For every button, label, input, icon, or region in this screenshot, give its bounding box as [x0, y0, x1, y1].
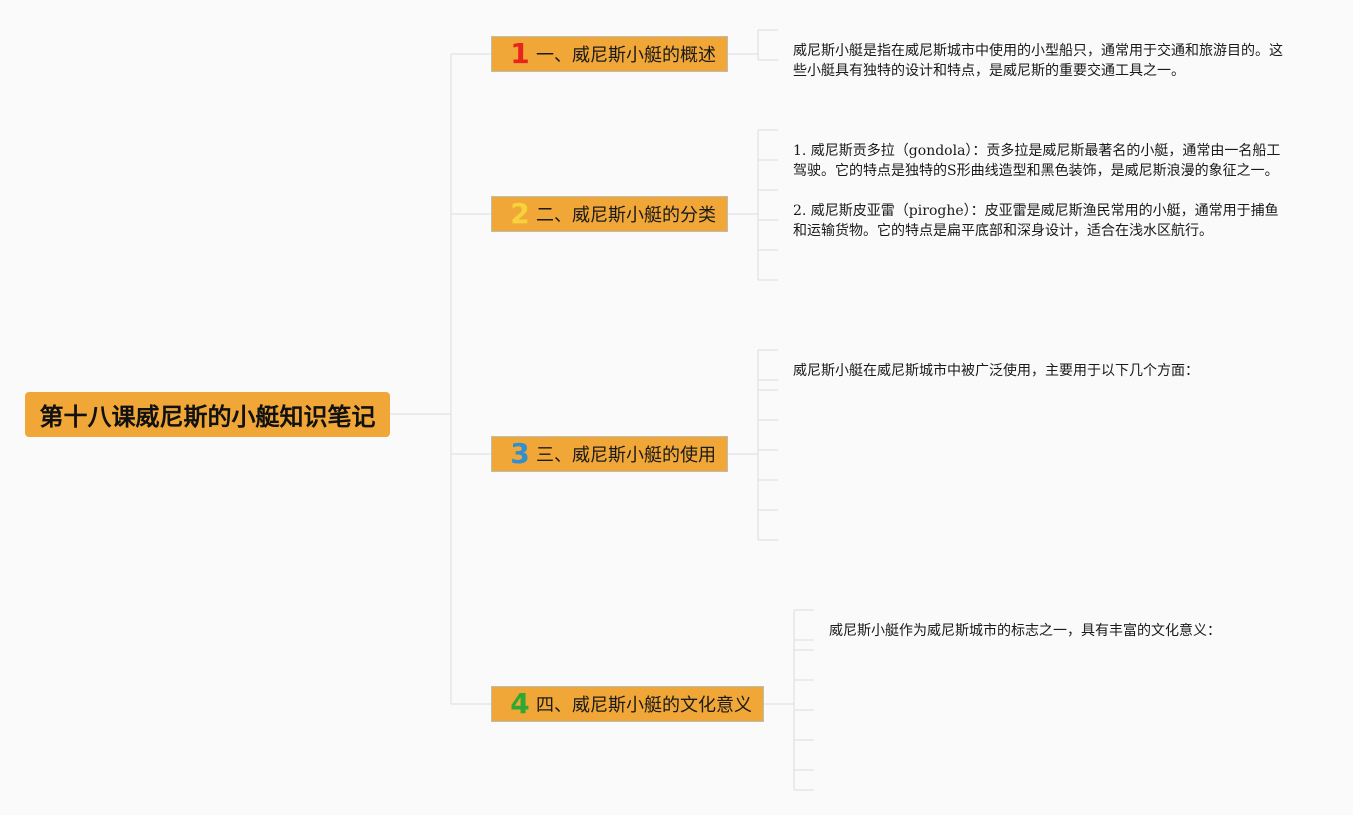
number-one-icon: 1: [510, 37, 530, 70]
branch-topic-classification[interactable]: 2 二、威尼斯小艇的分类: [491, 196, 728, 232]
branch-topic-overview[interactable]: 1 一、威尼斯小艇的概述: [491, 36, 728, 72]
branch-topic-label: 四、威尼斯小艇的文化意义: [536, 695, 752, 716]
note-usage[interactable]: 威尼斯小艇在威尼斯城市中被广泛使用，主要用于以下几个方面：: [793, 363, 1199, 379]
note-cultural-meaning[interactable]: 威尼斯小艇作为威尼斯城市的标志之一，具有丰富的文化意义：: [829, 623, 1221, 639]
number-two-icon: 2: [510, 197, 530, 230]
branch-topic-label: 三、威尼斯小艇的使用: [536, 445, 716, 466]
branch-topic-label: 二、威尼斯小艇的分类: [536, 205, 716, 226]
branch-topic-usage[interactable]: 3 三、威尼斯小艇的使用: [491, 436, 728, 472]
number-three-icon: 3: [510, 437, 530, 470]
note-piroghe[interactable]: 2. 威尼斯皮亚雷（piroghe）：皮亚雷是威尼斯渔民常用的小艇，通常用于捕鱼…: [793, 203, 1279, 239]
branch-topic-cultural-meaning[interactable]: 4 四、威尼斯小艇的文化意义: [491, 686, 764, 722]
root-topic[interactable]: 第十八课威尼斯的小艇知识笔记: [25, 392, 390, 437]
note-overview[interactable]: 威尼斯小艇是指在威尼斯城市中使用的小型船只，通常用于交通和旅游目的。这些小艇具有…: [793, 43, 1283, 79]
branch-topic-label: 一、威尼斯小艇的概述: [536, 45, 716, 66]
number-four-icon: 4: [510, 687, 530, 720]
note-gondola[interactable]: 1. 威尼斯贡多拉（gondola）：贡多拉是威尼斯最著名的小艇，通常由一名船工…: [793, 143, 1281, 179]
root-topic-label: 第十八课威尼斯的小艇知识笔记: [39, 403, 376, 431]
